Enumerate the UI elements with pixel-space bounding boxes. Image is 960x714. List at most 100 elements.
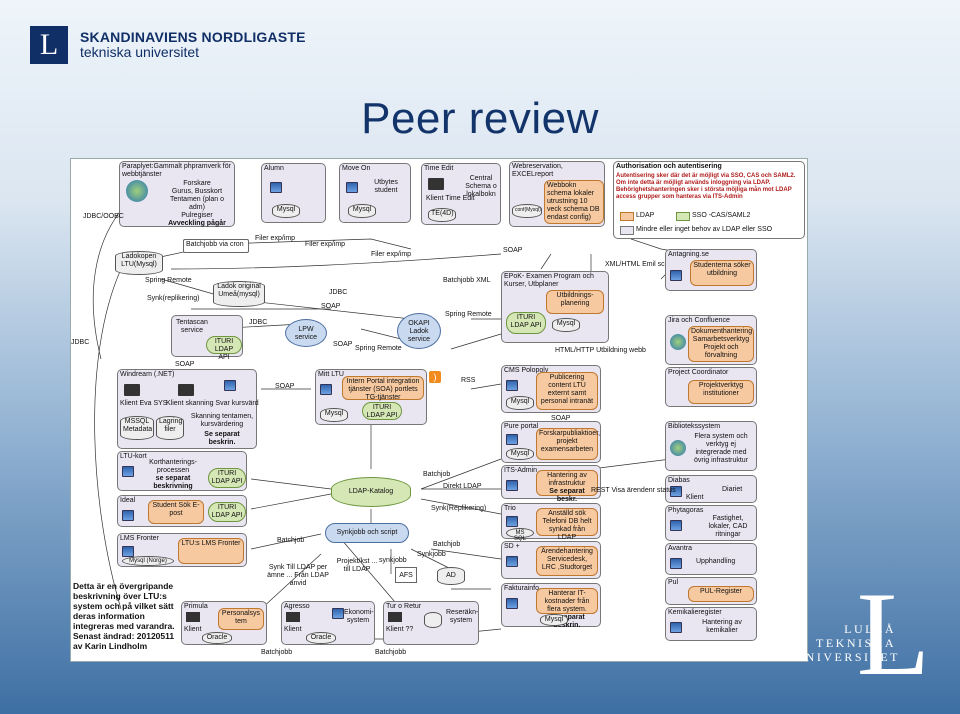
itsadmin-inner: Hantering av infrastruktur Se separat be… <box>536 470 598 503</box>
monitor-icon <box>506 380 518 391</box>
monitor-icon <box>506 480 518 491</box>
agresso-db: Oracle <box>306 632 336 644</box>
diabas-client: Klient <box>686 494 704 501</box>
projcoord-box: Project Coordinator Projektverktyg insti… <box>665 367 757 407</box>
itsadmin-title: ITS-Admin <box>504 467 538 474</box>
lms-text: LTU:s LMS Fronter <box>178 538 244 564</box>
label-jdbc-oobc: JDBC/OOBC <box>83 213 124 220</box>
monitor-icon <box>506 516 518 527</box>
kemikalie-title: Kemikalieregister <box>668 609 722 616</box>
logo-line-2: tekniska universitet <box>80 44 200 60</box>
turoretur-db-icon <box>424 612 442 628</box>
windream-store: Lagring filer <box>156 416 184 440</box>
turoretur-title: Tur o Retur <box>386 603 422 610</box>
epok-api: ITURI LDAP API <box>506 312 546 334</box>
ltukort-text: Korthanterings-processen <box>149 459 197 474</box>
label-projekt: Projekt/kst ... till LDAP <box>336 558 378 573</box>
monitor-icon <box>332 608 344 619</box>
jira-text: Dokumenthantering Samarbetsverktyg Proje… <box>688 326 754 362</box>
label-synkrepl: Synk(replikering) <box>147 295 200 302</box>
auth-text: Autentisering sker där det är möjligt vi… <box>616 173 796 200</box>
ideal-api: ITURI LDAP API <box>208 502 246 522</box>
ltukort-title: LTU-kort <box>120 453 147 460</box>
windream-box: Windream (.NET) Klient Eva SYS Klient sk… <box>117 369 259 449</box>
synkjobb-script: Synkjobb och script <box>325 523 409 543</box>
primula-title: Primula <box>184 603 208 610</box>
primula-text: Personalsys tem <box>218 608 264 630</box>
tentascan-text: Tentascan service <box>176 319 208 334</box>
ltukort-box: LTU-kort Korthanterings-processen se sep… <box>117 451 247 491</box>
epok-subtitle: HTML/HTTP Utbildning webb <box>555 347 646 354</box>
windream-client-1: Klient Eva SYS <box>120 400 168 407</box>
epok-title: EPoK- Examen Program och Kurser, Utbplan… <box>504 273 594 288</box>
windream-client-2: Klient skanning Svar kursvärd <box>166 400 259 407</box>
antagning-box: Antagning.se Studenterna söker utbildnin… <box>665 249 757 291</box>
projcoord-title: Project Coordinator <box>668 369 729 376</box>
webres-text: Webbokn schema lokaler utrustning 10 vec… <box>544 180 604 224</box>
lms-title: LMS Fronter <box>120 535 159 542</box>
monitor-icon <box>670 486 682 497</box>
laptop-icon <box>286 612 300 622</box>
auth-box: Authorisation och autentisering Autentis… <box>613 161 805 239</box>
monitor-icon <box>670 622 682 633</box>
lms-box: LMS Fronter LTU:s LMS Fronter Mysql (Nor… <box>117 533 247 567</box>
ltukort-inner: Korthanterings-processen se separat besk… <box>138 458 208 492</box>
ltukort-sep: se separat beskrivning <box>153 475 193 490</box>
ad-db: AD <box>437 567 465 585</box>
bibliotek-title: Bibliotekssystem <box>668 423 721 430</box>
timeedit-client: Klient Time Edit <box>426 195 475 202</box>
phytagoras-text: Fastighet, lokaler, CAD ritningar <box>708 515 748 538</box>
logo-mark: L <box>30 26 68 64</box>
auth-title: Authorisation och autentisering <box>616 163 722 170</box>
cms-db: Mysql <box>506 396 534 410</box>
agresso-client: Klient <box>284 626 302 633</box>
paraply-item-1: Forskare <box>183 180 211 187</box>
logo-line-1: SKANDINAVIENS NORDLIGASTE <box>80 28 306 45</box>
label-soap-3: SOAP <box>503 247 523 254</box>
epok-text: Utbildnings-planering <box>546 290 604 314</box>
system-architecture-diagram: Paraplyet:Gammalt phpramverk för webbtjä… <box>70 158 808 662</box>
label-rest: REST Visa ärendenr status <box>591 487 676 494</box>
primula-db: Oracle <box>202 632 232 644</box>
monitor-icon <box>506 434 518 445</box>
trio-box: Trio Anställd sök Telefoni DB helt synka… <box>501 503 601 542</box>
ideal-title: Ideal <box>120 497 136 504</box>
monitor-icon <box>670 558 682 569</box>
ideal-box: Ideal Student Sök E-post ITURI LDAP API <box>117 495 247 527</box>
turoretur-client: Klient ?? <box>386 626 414 633</box>
pure-title: Pure portal <box>504 423 539 430</box>
jira-title: Jira och Confluence <box>668 317 730 324</box>
turoretur-text: Reseräkn-system <box>446 609 479 624</box>
batchjob-cron: Batchjobb via cron <box>183 239 249 253</box>
diabas-box: Diabas Klient Diariet <box>665 475 757 503</box>
cms-text: Publicering content LTU externt samt per… <box>536 372 598 410</box>
legend-sso-label: SSO -CAS/SAML2 <box>692 212 751 219</box>
paraply-item-2: Gurus, Busskort <box>171 188 223 195</box>
timeedit-db: TE(4D) <box>428 208 456 222</box>
cms-title: CMS Polopoly <box>504 367 549 374</box>
moveon-box: Move On Utbytes student Mysql <box>339 163 411 223</box>
legend-less-swatch <box>620 226 634 235</box>
trio-text: Anställd sök Telefoni DB helt synkad frå… <box>536 508 598 541</box>
label-soap-1: SOAP <box>321 303 341 310</box>
ideal-text: Student Sök E-post <box>148 500 204 524</box>
itsadmin-box: ITS-Admin Hantering av infrastruktur Se … <box>501 465 601 503</box>
faktura-text: Hanterar IT-kostnader från flera system. <box>544 590 590 613</box>
epok-box: EPoK- Examen Program och Kurser, Utbplan… <box>501 271 609 343</box>
rss-icon: ) <box>429 371 441 383</box>
label-direkt: Direkt LDAP <box>443 483 482 490</box>
windream-db: MSSQL Metadata <box>120 416 154 440</box>
monitor-icon <box>670 270 682 281</box>
sd-text: Ärendehantering Servicedesk, LRC ,Studto… <box>536 546 598 576</box>
mittltu-box: Mitt LTU Intern Portal integration tjäns… <box>315 369 427 425</box>
monitor-icon <box>670 520 682 531</box>
label-jdbc-2: JDBC <box>249 319 268 326</box>
monitor-icon <box>122 546 134 557</box>
label-batch-4: Batchjobb <box>261 649 293 656</box>
windream-sep: Se separat beskrin. <box>204 431 240 446</box>
windream-title: Windream (.NET) <box>120 371 175 378</box>
faktura-db: Mysql <box>540 614 568 626</box>
tentascan-box: Tentascan service ITURI LDAP API <box>171 315 243 361</box>
primula-client: Klient <box>184 626 202 633</box>
university-logo-bottom: L LULEÅ TEKNISKA UNIVERSITET <box>790 574 931 694</box>
